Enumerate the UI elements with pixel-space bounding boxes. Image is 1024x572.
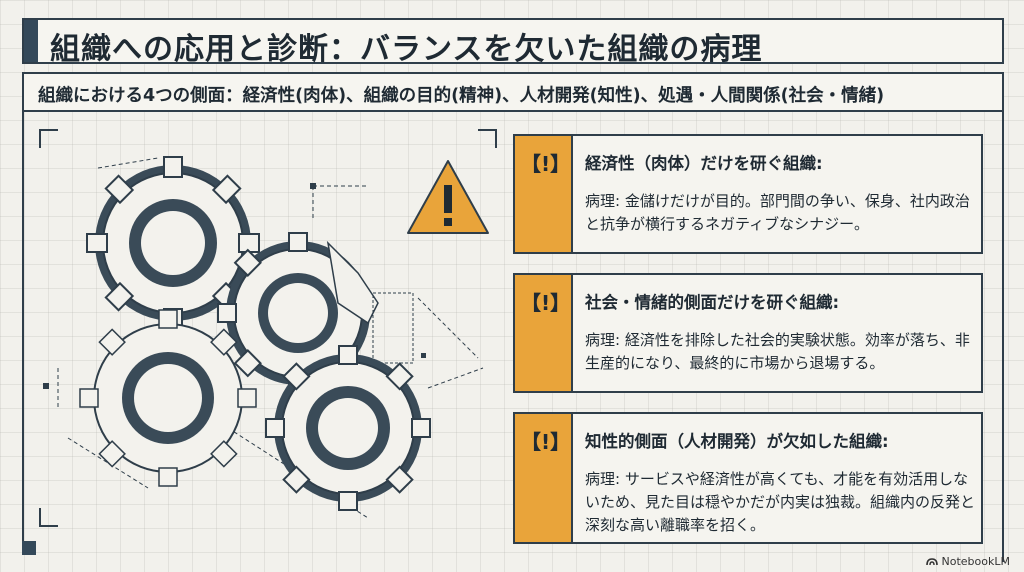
card-body: 病理: 経済性を排除した社会的実験状態。効率が落ち、非生産的になり、最終的に市場… xyxy=(585,331,970,372)
card-accent-tab: 【!】 xyxy=(515,136,573,252)
exclamation-icon: 【!】 xyxy=(521,152,571,176)
warning-triangle-icon xyxy=(407,160,489,234)
gear-top-left xyxy=(86,156,260,330)
notebooklm-logo-icon xyxy=(925,558,938,566)
frame-left-line xyxy=(22,112,24,542)
title-accent-block xyxy=(24,20,38,62)
exclamation-icon: 【!】 xyxy=(521,291,571,315)
brand-label: NotebookLM xyxy=(941,555,1010,568)
card-body: 病理: サービスや経済性が高くても、才能を有効活用しないため、見た目は穏やかだが… xyxy=(585,470,976,534)
page-title: 組織への応用と診断：バランスを欠いた組織の病理 xyxy=(50,32,763,67)
gear-bottom-right xyxy=(265,345,431,511)
gear-bottom-left xyxy=(79,309,257,487)
brand-watermark: NotebookLM xyxy=(925,555,1010,568)
subtitle-bar: 組織における4つの側面：経済性(肉体)、組織の目的(精神)、人材開発(知性)、処… xyxy=(22,72,1004,112)
frame-right-line xyxy=(1002,112,1004,562)
page-subtitle: 組織における4つの側面：経済性(肉体)、組織の目的(精神)、人材開発(知性)、処… xyxy=(38,86,885,106)
card-heading: 経済性（肉体）だけを研ぐ組織: xyxy=(585,154,823,173)
gears-svg xyxy=(39,129,497,527)
card-heading: 社会・情緒的側面だけを研ぐ組織: xyxy=(585,293,840,312)
exclamation-icon: 【!】 xyxy=(521,430,571,454)
gear-illustration xyxy=(38,128,498,528)
warning-card-1: 【!】 経済性（肉体）だけを研ぐ組織: 病理: 金儲けだけが目的。部門間の争い、… xyxy=(513,134,983,254)
title-bar: 組織への応用と診断：バランスを欠いた組織の病理 xyxy=(22,18,1004,67)
warning-card-3: 【!】 知性的側面（人材開発）が欠如した組織: 病理: サービスや経済性が高くて… xyxy=(513,412,983,544)
card-body: 病理: 金儲けだけが目的。部門間の争い、保身、社内政治と抗争が横行するネガティブ… xyxy=(585,192,970,233)
card-accent-tab: 【!】 xyxy=(515,414,573,542)
card-heading: 知性的側面（人材開発）が欠如した組織: xyxy=(585,432,889,451)
warning-card-2: 【!】 社会・情緒的側面だけを研ぐ組織: 病理: 経済性を排除した社会的実験状態… xyxy=(513,273,983,393)
card-accent-tab: 【!】 xyxy=(515,275,573,391)
corner-accent-block xyxy=(22,541,36,555)
